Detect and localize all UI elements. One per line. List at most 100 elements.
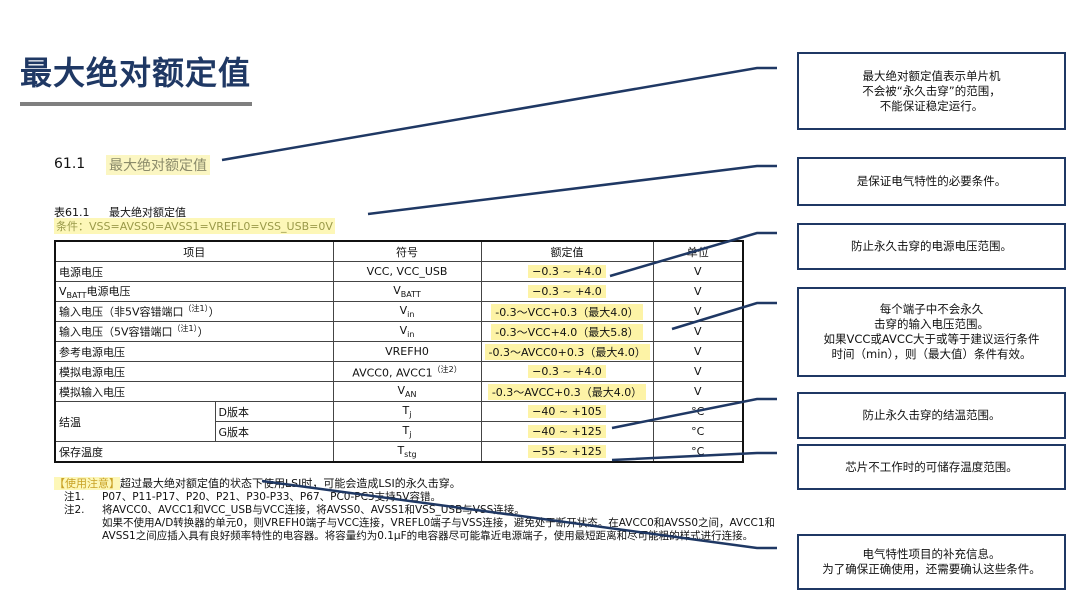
callout-supplementary-info: 电气特性项目的补充信息。 为了确保正确使用，还需要确认这些条件。 <box>797 534 1066 590</box>
table-row: VBATT电源电压 VBATT −0.3 ~ +4.0 V <box>54 281 744 302</box>
table-row: 输入电压（非5V容错端口（注1）） Vin -0.3～VCC+0.3（最大4.0… <box>54 301 744 322</box>
item-text: 电源电压 <box>86 284 131 298</box>
row-symbol: VCC, VCC_USB <box>332 261 482 282</box>
callout-storage-temp: 芯片不工作时的可储存温度范围。 <box>797 444 1066 490</box>
leader-line <box>367 164 777 216</box>
table-row: G版本 Tj −40 ~ +125 °C <box>55 421 744 442</box>
footnote-text: 将AVCC0、AVCC1和VCC_USB与VCC连接，将AVSS0、AVSS1和… <box>102 504 525 516</box>
row-symbol: Tstg <box>332 441 482 463</box>
footnotes: 注1. P07、P11-P17、P20、P21、P30-P33、P67、PC0-… <box>64 491 802 543</box>
row-symbol: AVCC0, AVCC1（注2） <box>332 361 482 382</box>
row-unit: V <box>652 361 744 382</box>
row-rating: −0.3 ~ +4.0 <box>480 281 654 302</box>
row-item: 电源电压 <box>54 261 334 282</box>
row-variant: D版本 <box>214 401 334 422</box>
callout-junction-temp: 防止永久击穿的结温范围。 <box>797 392 1066 439</box>
item-text-end: ） <box>208 305 220 319</box>
row-unit: V <box>652 341 744 362</box>
rating-value: -0.3～AVCC0+0.3（最大4.0） <box>484 343 650 360</box>
symbol-main: T <box>402 403 410 417</box>
rating-value: −55 ~ +125 <box>528 445 606 458</box>
row-item: 结温 <box>54 401 216 442</box>
symbol-main: V <box>399 303 408 317</box>
symbol-main: AVCC0, AVCC1 <box>352 366 433 380</box>
row-symbol: VBATT <box>332 281 482 302</box>
row-symbol: Vin <box>332 321 482 342</box>
row-variant: G版本 <box>214 421 334 442</box>
rating-value: −0.3 ~ +4.0 <box>528 285 606 298</box>
callout-supply-voltage: 防止永久击穿的电源电压范围。 <box>797 223 1066 270</box>
absolute-max-ratings-table: 项目 符号 额定值 单位 电源电压 VCC, VCC_USB −0.3 ~ +4… <box>54 240 744 463</box>
row-rating: −0.3 ~ +4.0 <box>480 361 654 382</box>
header-unit: 单位 <box>652 240 744 262</box>
row-unit: V <box>652 301 744 322</box>
row-unit: °C <box>652 401 744 422</box>
callout-max-rating-meaning: 最大绝对额定值表示单片机 不会被“永久击穿”的范围， 不能保证稳定运行。 <box>797 52 1066 130</box>
symbol-subscript: stg <box>404 450 417 460</box>
footnote-text: P07、P11-P17、P20、P21、P30-P33、P67、PC0-PC3支… <box>102 491 441 503</box>
header-item: 项目 <box>54 240 334 262</box>
usage-note-text: 超过最大绝对额定值的状态下使用LSI时，可能会造成LSI的永久击穿。 <box>120 477 461 490</box>
rating-value: −0.3 ~ +4.0 <box>528 365 606 378</box>
footnote-label: 注2. <box>64 504 85 516</box>
rating-value: -0.3～VCC+4.0（最大5.8） <box>491 323 643 340</box>
header-symbol: 符号 <box>332 240 482 262</box>
table-row: 参考电源电压 VREFH0 -0.3～AVCC0+0.3（最大4.0） V <box>54 341 744 362</box>
row-item: 参考电源电压 <box>54 341 334 362</box>
rating-value: −0.3 ~ +4.0 <box>528 265 606 278</box>
table-row: 结温 D版本 Tj −40 ~ +105 °C <box>54 401 744 442</box>
row-unit: V <box>652 321 744 342</box>
row-item: 模拟电源电压 <box>54 361 334 382</box>
table-row: 电源电压 VCC, VCC_USB −0.3 ~ +4.0 V <box>54 261 744 282</box>
row-rating: −40 ~ +105 <box>480 401 654 422</box>
row-rating: -0.3～AVCC0+0.3（最大4.0） <box>480 341 654 362</box>
item-note: （注1） <box>172 324 198 334</box>
row-item: 模拟输入电压 <box>54 381 334 402</box>
row-symbol: Tj <box>332 421 482 442</box>
rating-value: -0.3～VCC+0.3（最大4.0） <box>491 303 643 320</box>
row-rating: −0.3 ~ +4.0 <box>480 261 654 282</box>
title-underline <box>20 102 252 106</box>
leader-line <box>221 66 777 162</box>
footnote: 注2. 将AVCC0、AVCC1和VCC_USB与VCC连接，将AVSS0、AV… <box>64 504 802 517</box>
table-caption-label: 表61.1 <box>54 206 90 219</box>
row-rating: −40 ~ +125 <box>480 421 654 442</box>
item-text-end: ） <box>197 325 209 339</box>
item-text: 输入电压（5V容错端口 <box>59 325 173 339</box>
symbol-main: T <box>402 423 410 437</box>
symbol-subscript: j <box>409 430 412 440</box>
row-item: 输入电压（非5V容错端口（注1）） <box>54 301 334 322</box>
table-condition: 条件：VSS=AVSS0=AVSS1=VREFL0=VSS_USB=0V <box>54 218 335 234</box>
symbol-main: V <box>399 323 408 337</box>
row-unit: °C <box>652 421 744 442</box>
item-note: （注1） <box>183 304 209 314</box>
row-unit: °C <box>652 441 744 463</box>
table-caption: 表61.1 最大绝对额定值 <box>54 204 202 220</box>
section-title: 最大绝对额定值 <box>106 155 210 175</box>
callout-input-voltage: 每个端子中不会永久 击穿的输入电压范围。 如果VCC或AVCC大于或等于建议运行… <box>797 287 1066 377</box>
rating-value: −40 ~ +105 <box>528 405 606 418</box>
symbol-main: V <box>393 283 401 297</box>
symbol-subscript: BATT <box>400 290 421 300</box>
row-rating: -0.3～VCC+0.3（最大4.0） <box>480 301 654 322</box>
usage-note-tag: 【使用注意】 <box>54 477 120 490</box>
row-item: 输入电压（5V容错端口（注1）） <box>54 321 334 342</box>
footnote: 如果不使用A/D转换器的单元0，则VREFH0端子与VCC连接，VREFL0端子… <box>64 517 802 543</box>
row-unit: V <box>652 381 744 402</box>
rating-value: -0.3～AVCC+0.3（最大4.0） <box>487 383 647 400</box>
symbol-subscript: in <box>407 330 415 340</box>
footnote-text: 如果不使用A/D转换器的单元0，则VREFH0端子与VCC连接，VREFL0端子… <box>102 517 776 542</box>
row-symbol: VAN <box>332 381 482 402</box>
header-rating: 额定值 <box>480 240 654 262</box>
row-rating: −55 ~ +125 <box>480 441 654 463</box>
symbol-subscript: AN <box>405 390 417 400</box>
rating-value: −40 ~ +125 <box>528 425 606 438</box>
footnote-label <box>64 517 102 543</box>
symbol-main: V <box>397 383 406 397</box>
row-rating: -0.3～VCC+4.0（最大5.8） <box>480 321 654 342</box>
usage-note: 【使用注意】超过最大绝对额定值的状态下使用LSI时，可能会造成LSI的永久击穿。 <box>54 475 461 491</box>
row-unit: V <box>652 261 744 282</box>
table-row: 模拟电源电压 AVCC0, AVCC1（注2） −0.3 ~ +4.0 V <box>54 361 744 382</box>
table-row: 保存温度 Tstg −55 ~ +125 °C <box>54 441 744 463</box>
callout-condition: 是保证电气特性的必要条件。 <box>797 157 1066 206</box>
